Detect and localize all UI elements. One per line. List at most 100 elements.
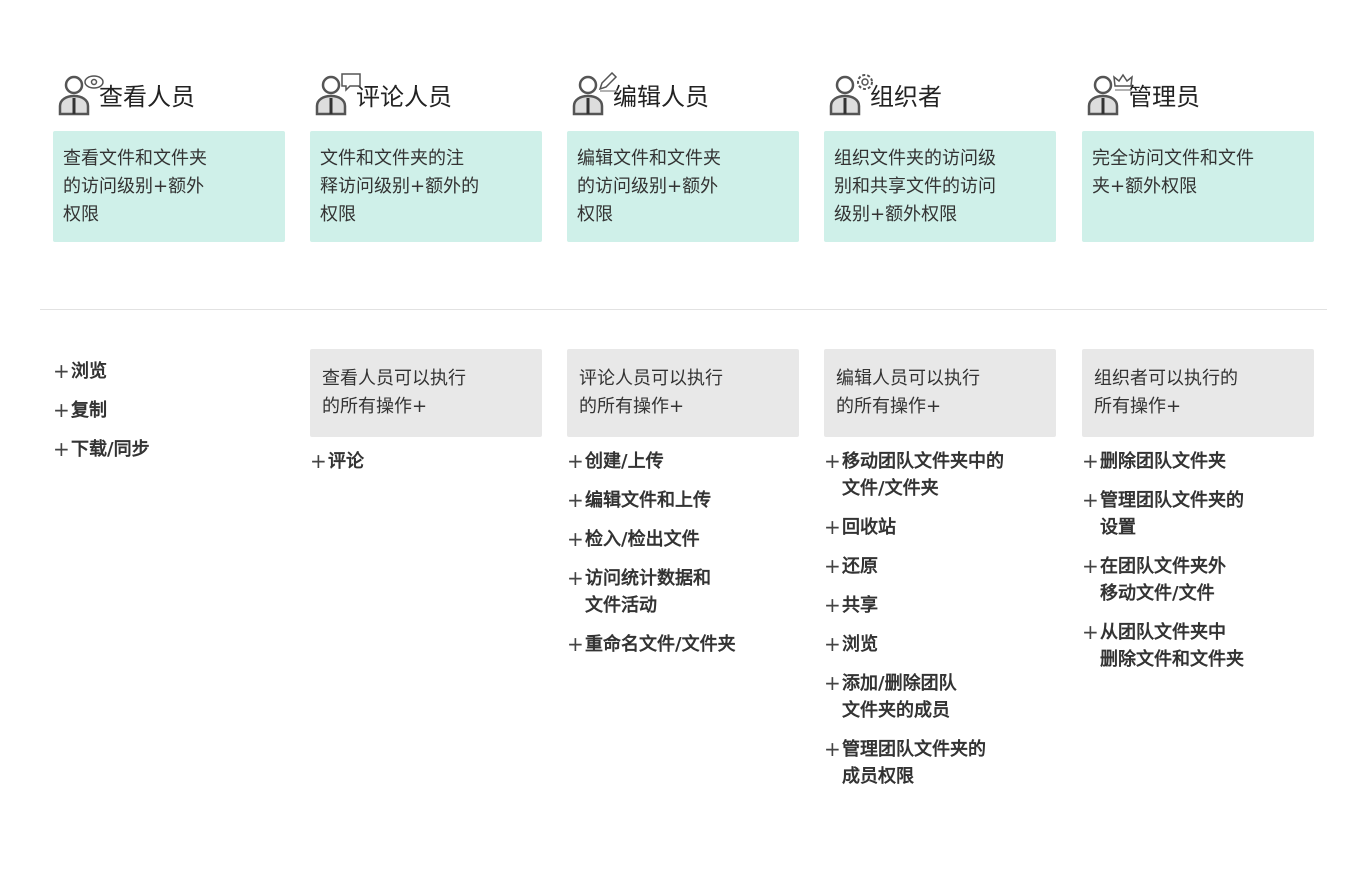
- plus-icon: +: [824, 449, 841, 473]
- plus-icon: +: [824, 737, 841, 761]
- list-item: +浏览: [824, 631, 1004, 658]
- person-icon: [314, 73, 361, 116]
- list-item: +添加/删除团队 文件夹的成员: [824, 670, 1004, 724]
- plus-icon: +: [1082, 488, 1099, 512]
- action-label: 回收站: [842, 517, 896, 538]
- list-item: +创建/上传: [567, 448, 736, 475]
- plus-icon: +: [824, 671, 841, 695]
- plus-icon: +: [1082, 620, 1099, 644]
- list-item: +评论: [310, 448, 364, 475]
- plus-icon: +: [824, 632, 841, 656]
- action-list: +创建/上传+编辑文件和上传+检入/检出文件+访问统计数据和 文件活动+重命名文…: [567, 448, 736, 670]
- gear-icon: [857, 74, 873, 90]
- plus-icon: +: [567, 488, 584, 512]
- list-item: +浏览: [53, 358, 150, 385]
- person-icon: [1086, 73, 1133, 116]
- eye-icon: [84, 75, 104, 89]
- action-label: 检入/检出文件: [585, 529, 700, 550]
- role-description: 查看文件和文件夹 的访问级别+额外 权限: [53, 131, 285, 242]
- role-description: 组织文件夹的访问级 别和共享文件的访问 级别+额外权限: [824, 131, 1056, 242]
- plus-icon: +: [1082, 449, 1099, 473]
- pencil-icon: [598, 72, 618, 92]
- action-label: 浏览: [71, 361, 107, 382]
- plus-icon: +: [53, 398, 70, 422]
- inherited-text: 组织者可以执行的 所有操作+: [1094, 368, 1238, 417]
- action-label: 还原: [842, 556, 878, 577]
- plus-icon: +: [53, 437, 70, 461]
- plus-icon: +: [824, 515, 841, 539]
- action-label: 访问统计数据和 文件活动: [585, 568, 711, 616]
- description-text: 编辑文件和文件夹 的访问级别+额外 权限: [577, 148, 721, 225]
- list-item: +从团队文件夹中 删除文件和文件夹: [1082, 619, 1244, 673]
- action-label: 管理团队文件夹的 成员权限: [842, 739, 986, 787]
- plus-icon: +: [1082, 554, 1099, 578]
- action-label: 复制: [71, 400, 107, 421]
- action-label: 重命名文件/文件夹: [585, 634, 736, 655]
- plus-icon: +: [53, 359, 70, 383]
- role-header: 编辑人员: [571, 56, 709, 116]
- description-text: 文件和文件夹的注 释访问级别+额外的 权限: [320, 148, 480, 225]
- action-label: 在团队文件夹外 移动文件/文件: [1100, 556, 1226, 604]
- role-header: 管理员: [1086, 56, 1200, 116]
- action-list: +删除团队文件夹+管理团队文件夹的 设置+在团队文件夹外 移动文件/文件+从团队…: [1082, 448, 1244, 685]
- description-text: 组织文件夹的访问级 别和共享文件的访问 级别+额外权限: [834, 148, 996, 225]
- action-label: 下载/同步: [71, 439, 150, 460]
- list-item: +共享: [824, 592, 1004, 619]
- list-item: +管理团队文件夹的 设置: [1082, 487, 1244, 541]
- action-label: 共享: [842, 595, 878, 616]
- action-label: 删除团队文件夹: [1100, 451, 1226, 472]
- person-icon: [571, 72, 618, 116]
- role-title: 查看人员: [99, 83, 195, 111]
- role-description: 完全访问文件和文件 夹+额外权限: [1082, 131, 1314, 242]
- plus-icon: +: [567, 449, 584, 473]
- list-item: +还原: [824, 553, 1004, 580]
- plus-icon: +: [567, 632, 584, 656]
- action-list: +评论: [310, 448, 364, 487]
- plus-icon: +: [567, 527, 584, 551]
- list-item: +访问统计数据和 文件活动: [567, 565, 736, 619]
- list-item: +删除团队文件夹: [1082, 448, 1244, 475]
- crown-icon: [1113, 73, 1133, 91]
- list-item: +在团队文件夹外 移动文件/文件: [1082, 553, 1244, 607]
- action-label: 编辑文件和上传: [585, 490, 711, 511]
- plus-icon: +: [310, 449, 327, 473]
- inherited-text: 查看人员可以执行 的所有操作+: [322, 368, 466, 417]
- action-label: 浏览: [842, 634, 878, 655]
- role-title: 管理员: [1128, 83, 1200, 111]
- action-label: 从团队文件夹中 删除文件和文件夹: [1100, 622, 1244, 670]
- description-text: 完全访问文件和文件 夹+额外权限: [1092, 148, 1254, 197]
- role-header: 查看人员: [57, 56, 195, 116]
- role-title: 评论人员: [356, 83, 452, 111]
- list-item: +编辑文件和上传: [567, 487, 736, 514]
- inherited-permissions: 查看人员可以执行 的所有操作+: [310, 349, 542, 437]
- inherited-text: 编辑人员可以执行 的所有操作+: [836, 368, 980, 417]
- inherited-permissions: 编辑人员可以执行 的所有操作+: [824, 349, 1056, 437]
- action-list: +浏览+复制+下载/同步: [53, 358, 150, 475]
- action-label: 评论: [328, 451, 364, 472]
- action-label: 移动团队文件夹中的 文件/文件夹: [842, 451, 1004, 499]
- action-label: 管理团队文件夹的 设置: [1100, 490, 1244, 538]
- action-label: 添加/删除团队 文件夹的成员: [842, 673, 957, 721]
- inherited-permissions: 评论人员可以执行 的所有操作+: [567, 349, 799, 437]
- role-description: 编辑文件和文件夹 的访问级别+额外 权限: [567, 131, 799, 242]
- comment-icon: [341, 73, 361, 92]
- divider: [40, 309, 1327, 310]
- person-icon: [828, 74, 873, 116]
- role-header: 组织者: [828, 56, 942, 116]
- person-icon: [57, 74, 104, 116]
- plus-icon: +: [824, 593, 841, 617]
- inherited-permissions: 组织者可以执行的 所有操作+: [1082, 349, 1314, 437]
- inherited-text: 评论人员可以执行 的所有操作+: [579, 368, 723, 417]
- list-item: +下载/同步: [53, 436, 150, 463]
- role-description: 文件和文件夹的注 释访问级别+额外的 权限: [310, 131, 542, 242]
- action-list: +移动团队文件夹中的 文件/文件夹+回收站+还原+共享+浏览+添加/删除团队 文…: [824, 448, 1004, 802]
- list-item: +管理团队文件夹的 成员权限: [824, 736, 1004, 790]
- list-item: +复制: [53, 397, 150, 424]
- role-title: 编辑人员: [613, 83, 709, 111]
- description-text: 查看文件和文件夹 的访问级别+额外 权限: [63, 148, 207, 225]
- role-header: 评论人员: [314, 56, 452, 116]
- role-title: 组织者: [870, 83, 942, 111]
- list-item: +移动团队文件夹中的 文件/文件夹: [824, 448, 1004, 502]
- list-item: +检入/检出文件: [567, 526, 736, 553]
- plus-icon: +: [567, 566, 584, 590]
